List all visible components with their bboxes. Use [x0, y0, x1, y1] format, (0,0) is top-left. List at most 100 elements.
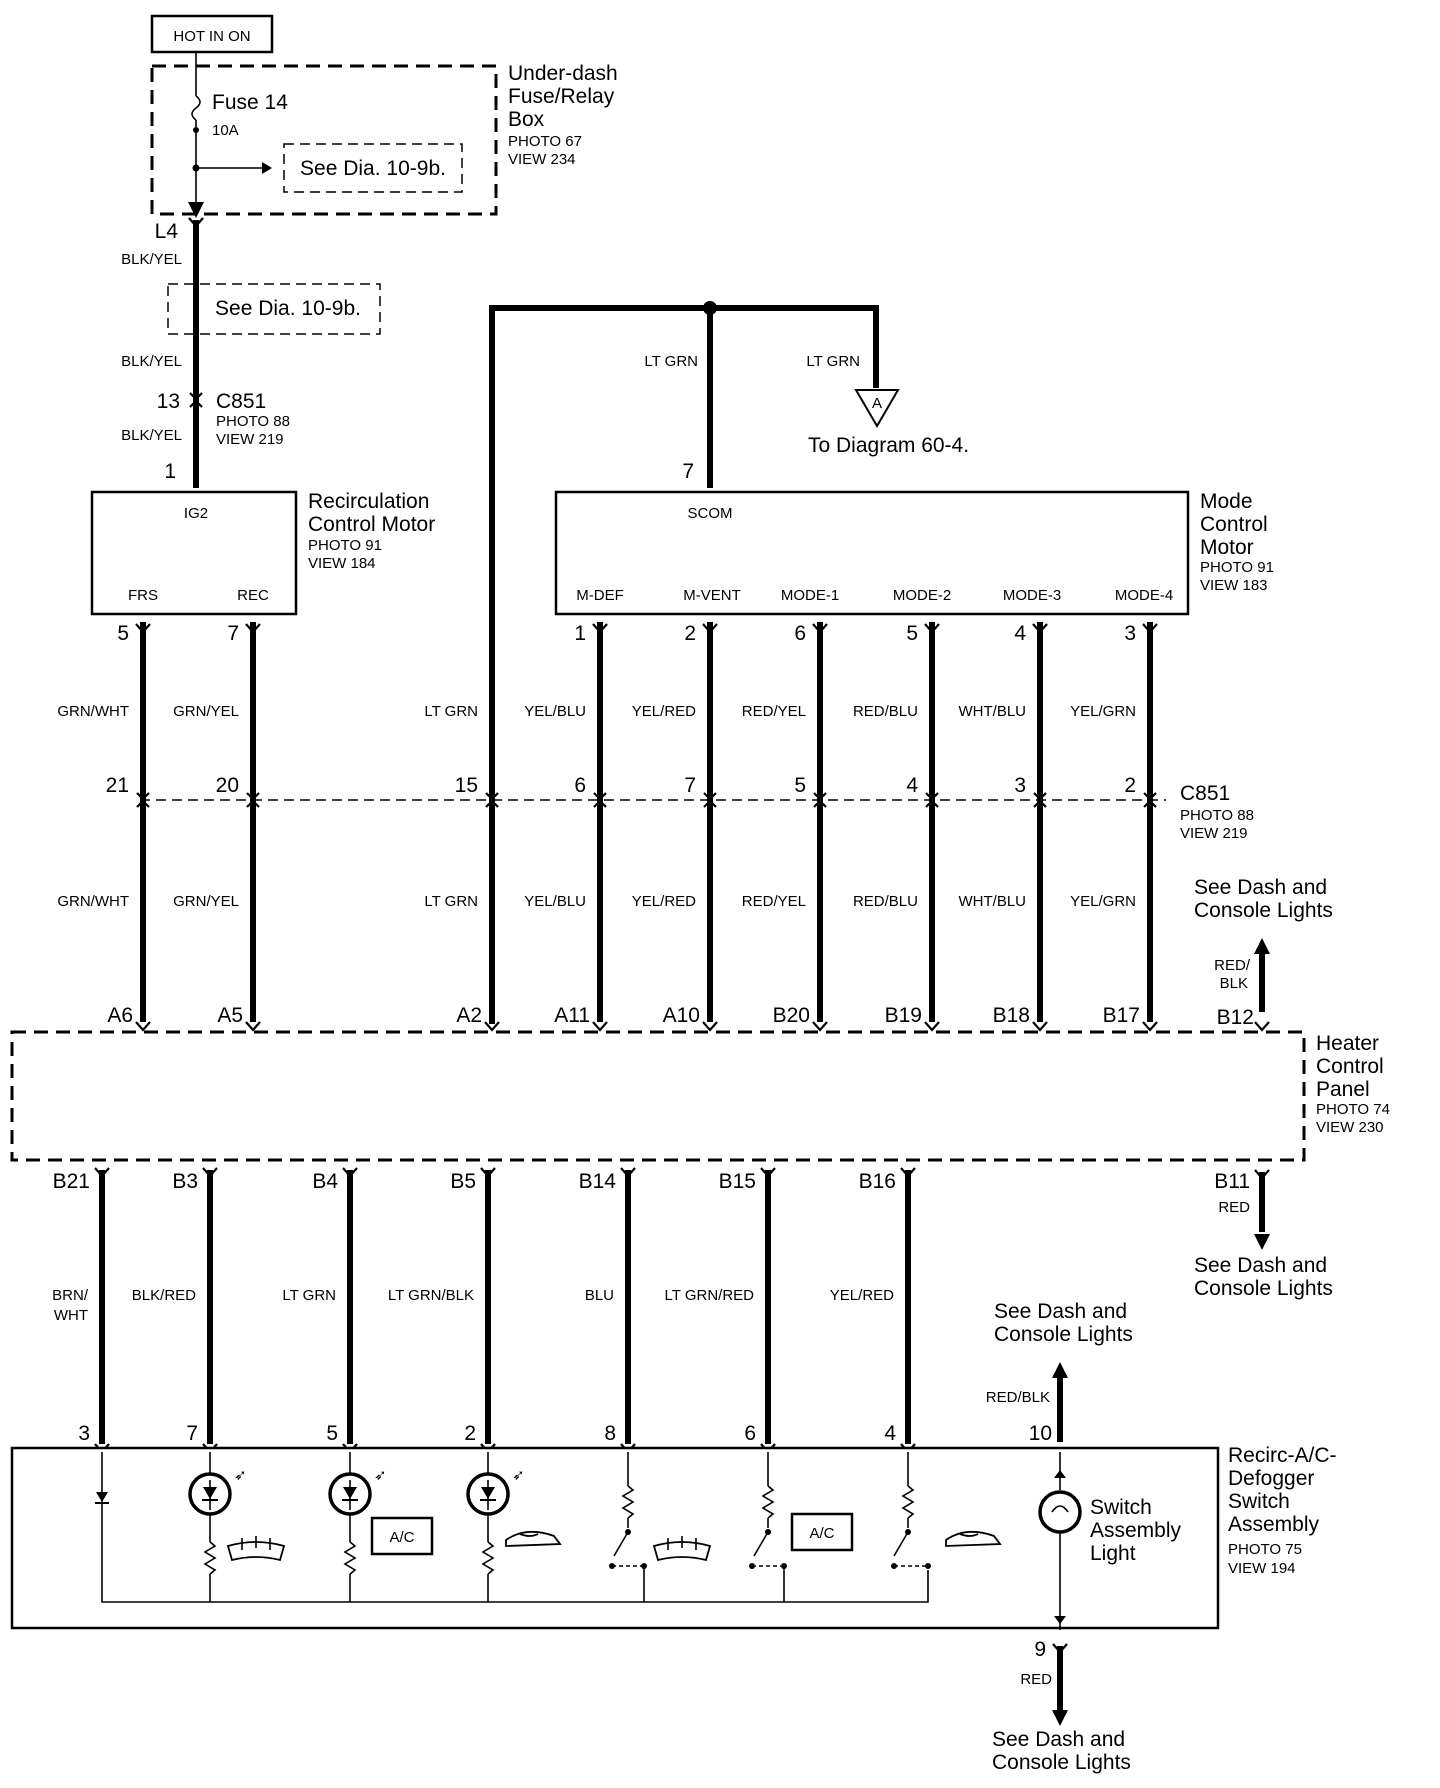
- led-indicator-defog: ➶: [188, 1452, 286, 1602]
- to-diagram-label: To Diagram 60-4.: [808, 434, 969, 457]
- c851-pin: 21: [106, 774, 129, 797]
- c851-pin: 6: [574, 774, 586, 797]
- scom-pin: 7: [682, 460, 694, 483]
- motor-pin: 4: [1014, 622, 1026, 645]
- hcp-pin: B21: [53, 1170, 90, 1193]
- switch-defog: [609, 1452, 712, 1602]
- recirculation-control-motor: IG2 FRS REC Recirculation Control Motor …: [90, 490, 435, 616]
- wire-blk-yel-1: BLK/YEL: [121, 251, 182, 268]
- c851-pin: 15: [455, 774, 478, 797]
- hcp-pin: B18: [993, 1004, 1030, 1027]
- hcp-pin: B5: [450, 1170, 476, 1193]
- mode-terminal-label: MODE-1: [781, 587, 839, 604]
- rcm-pin-1: 1: [164, 460, 176, 483]
- motor-pin: 5: [906, 622, 918, 645]
- hot-in-on-label: HOT IN ON: [173, 28, 250, 45]
- wire-color: BRN/: [52, 1287, 89, 1304]
- motor-pin: 6: [794, 622, 806, 645]
- mode-scom: SCOM: [688, 505, 733, 522]
- c851-photo-top: PHOTO 88: [216, 413, 290, 430]
- mode-terminal-label: MODE-2: [893, 587, 951, 604]
- recirc-motor-box: [90, 490, 298, 616]
- wire-color-top: GRN/YEL: [173, 703, 239, 720]
- svg-text:➶: ➶: [234, 1467, 247, 1484]
- switch-pin: 7: [186, 1422, 198, 1445]
- b12-see-2: Console Lights: [1194, 899, 1333, 922]
- c851-pin: 2: [1124, 774, 1136, 797]
- bulb-icon: [1038, 1490, 1082, 1534]
- p10-see-2: Console Lights: [994, 1323, 1133, 1346]
- recirc-car-icon-2: [945, 1530, 1002, 1547]
- hcp-terminal: [811, 1020, 829, 1032]
- led-indicator-ac: ➶ A/C: [328, 1452, 434, 1602]
- b11-pin: B11: [1214, 1170, 1250, 1193]
- motor-pin: 3: [1124, 622, 1136, 645]
- hcp-terminal: [1031, 1020, 1049, 1032]
- b11-see-2: Console Lights: [1194, 1277, 1333, 1300]
- wire-color-top: GRN/WHT: [57, 703, 129, 720]
- rear-defrost-icon: [226, 1541, 286, 1562]
- mode-name-3: Motor: [1200, 536, 1254, 559]
- sw-name-2: Defogger: [1228, 1467, 1314, 1490]
- c851-pin: 4: [906, 774, 918, 797]
- power-feed: HOT IN ON Fuse 14 10A See Dia. 10-9b. Un…: [121, 14, 618, 488]
- wire-color: LT GRN: [282, 1287, 336, 1304]
- switch-pin: 6: [744, 1422, 756, 1445]
- hcp-pin: B20: [773, 1004, 810, 1027]
- recirc-name-2: Control Motor: [308, 513, 435, 536]
- mode-view: VIEW 183: [1200, 577, 1268, 594]
- hcp-terminal: [591, 1020, 609, 1032]
- connector-a-label: A: [872, 395, 882, 412]
- p9-see-1: See Dash and: [992, 1728, 1125, 1751]
- p10-pin: 10: [1029, 1422, 1052, 1445]
- motor-pin: 7: [227, 622, 239, 645]
- wire-color: BLU: [585, 1287, 614, 1304]
- led-indicator-recirc: ➶: [466, 1452, 562, 1602]
- switch-pin: 2: [464, 1422, 476, 1445]
- switch-recirc: [891, 1452, 1002, 1569]
- switch-assembly: Recirc-A/C- Defogger Switch Assembly PHO…: [10, 1444, 1337, 1630]
- b12-pin: B12: [1217, 1006, 1254, 1029]
- wire-color-top: LT GRN: [424, 703, 478, 720]
- mode-name-1: Mode: [1200, 490, 1253, 513]
- recirc-photo: PHOTO 91: [308, 537, 382, 554]
- heater-panel-box: [10, 1030, 1306, 1162]
- sw-photo: PHOTO 75: [1228, 1541, 1302, 1558]
- c851-photo: PHOTO 88: [1180, 807, 1254, 824]
- recirc-view: VIEW 184: [308, 555, 376, 572]
- sw-name-1: Recirc-A/C-: [1228, 1444, 1337, 1467]
- c851-label: C851: [1180, 782, 1230, 805]
- hcp-pin: B4: [312, 1170, 338, 1193]
- switch-light-feeds: See Dash and Console Lights RED/BLK 10 9…: [986, 1300, 1133, 1774]
- sw-name-4: Assembly: [1228, 1513, 1320, 1536]
- c851-view: VIEW 219: [1180, 825, 1248, 842]
- terminal-l4: L4: [155, 220, 179, 243]
- hcp-pin: B3: [172, 1170, 198, 1193]
- wire-color-bottom: LT GRN: [424, 893, 478, 910]
- fuse-symbol: [191, 95, 201, 121]
- hcp-pin: A10: [663, 1004, 700, 1027]
- switch-pin: 8: [604, 1422, 616, 1445]
- see-dia-top: See Dia. 10-9b.: [300, 157, 446, 180]
- wire-color-top: YEL/RED: [632, 703, 696, 720]
- rear-defrost-icon-2: [652, 1541, 712, 1562]
- wire-color-2: WHT: [54, 1307, 88, 1324]
- mode-terminal-label: M-VENT: [683, 587, 741, 604]
- svg-text:➶: ➶: [374, 1467, 387, 1484]
- p9-wire: RED: [1020, 1671, 1052, 1688]
- hcp-name-1: Heater: [1316, 1032, 1379, 1055]
- mode-name-2: Control: [1200, 513, 1268, 536]
- bus-wire-right: LT GRN: [806, 353, 860, 370]
- mode-photo: PHOTO 91: [1200, 559, 1274, 576]
